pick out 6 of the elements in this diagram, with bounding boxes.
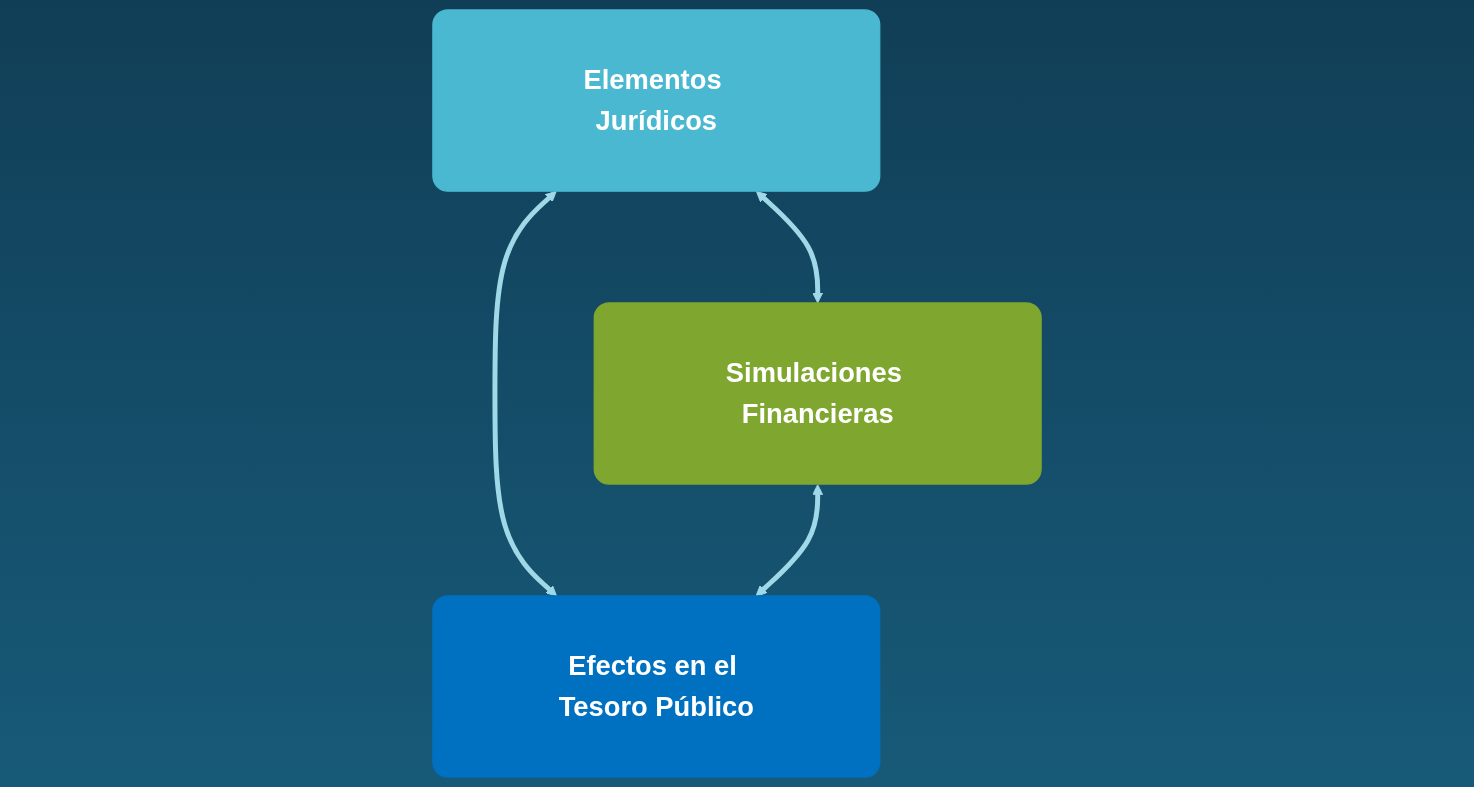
arrow xyxy=(755,484,824,597)
arrow xyxy=(756,191,824,304)
node-box: Simulaciones Financieras xyxy=(593,302,1042,485)
node-box: Elementos Jurídicos xyxy=(432,9,881,192)
arrow xyxy=(492,191,557,597)
node-box: Efectos en el Tesoro Público xyxy=(432,595,881,778)
